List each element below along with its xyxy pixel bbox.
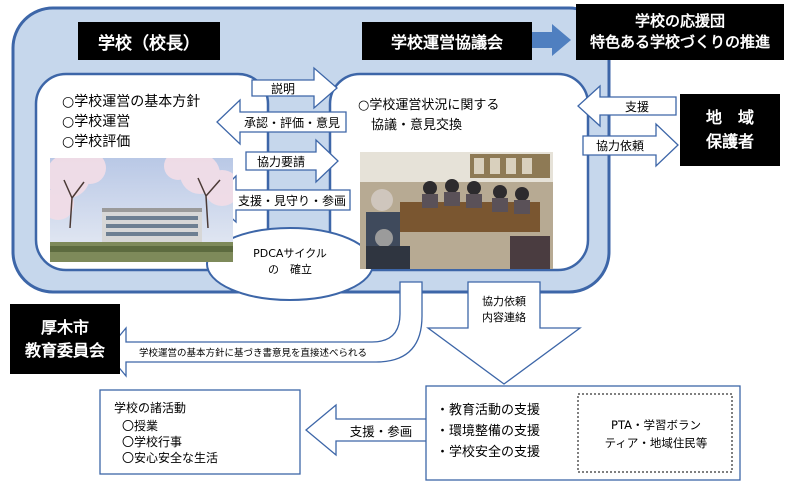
pdca-text: PDCAサイクル の 確立: [253, 247, 327, 276]
school-photo: [50, 158, 233, 262]
board-title: 厚木市 教育委員会: [10, 304, 120, 374]
school-title: 学校（校長）: [78, 22, 220, 60]
support-arrow: [577, 84, 677, 128]
members-box: [577, 393, 733, 473]
approve-label: 承認・評価・意見: [243, 115, 340, 130]
explain-label: 説明: [270, 81, 295, 96]
blue-arrow: [531, 24, 571, 56]
meeting-photo: [360, 152, 553, 269]
cooperate-label: 協力要請: [256, 154, 305, 169]
supporters-title: 学校の応援団 特色ある学校づくりの推進: [576, 4, 784, 60]
assist-label: 支援・見守り・参画: [237, 193, 346, 208]
support-items: ・教育活動の支援 ・環境整備の支援 ・学校安全の支援: [436, 403, 541, 460]
board-opinion-label: 学校運営の基本方針に基づき書意見を直接述べられる: [138, 348, 367, 359]
school-photo-image: [50, 158, 233, 262]
support-label: 支援: [624, 99, 649, 114]
down-arrow: [426, 281, 582, 385]
meeting-photo-image: [360, 152, 553, 269]
members-text: PTA・学習ボラン ティア・地域住民等: [604, 418, 708, 450]
approve-arrow: [216, 98, 347, 146]
activities-title: 学校の諸活動: [114, 401, 187, 415]
request-label: 協力依頼: [595, 139, 644, 153]
guardians-title: 地 域 保護者: [680, 94, 780, 166]
board-arrow: [105, 281, 423, 378]
participate-label: 支援・参画: [349, 423, 413, 439]
council-body: ○学校運営状況に関する 協議・意見交換: [358, 98, 500, 133]
council-title: 学校運営協議会: [362, 22, 532, 60]
explain-arrow: [251, 66, 338, 110]
school-items: ○学校運営の基本方針 ○学校運営 ○学校評価: [62, 94, 201, 150]
down-label: 協力依頼 内容連絡: [482, 295, 526, 324]
activities-items: 〇授業 〇学校行事 〇安心安全な生活: [122, 419, 219, 465]
cooperate-arrow: [245, 138, 339, 184]
activities-box: [99, 389, 301, 475]
participate-arrow: [304, 403, 429, 457]
request-arrow: [582, 122, 679, 168]
